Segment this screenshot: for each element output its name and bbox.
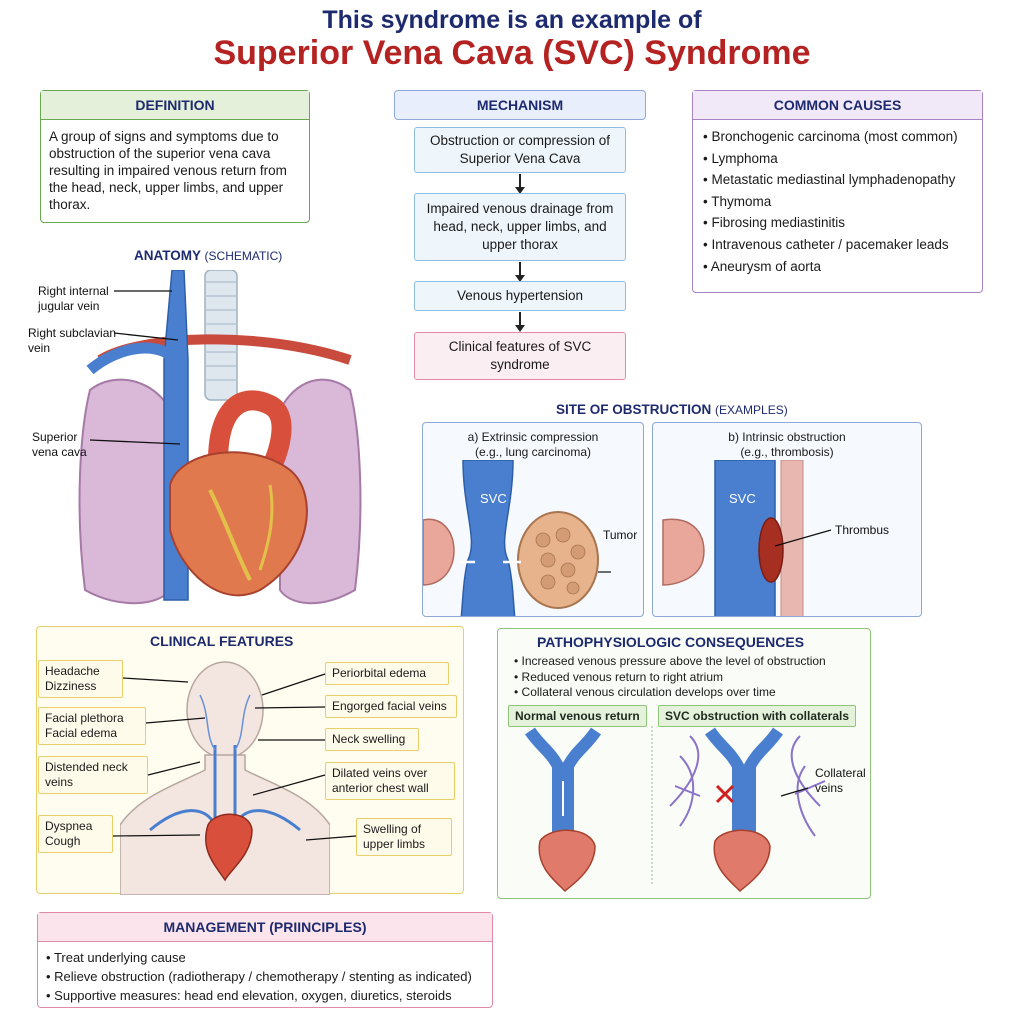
intrinsic-caption-2: (e.g., thrombosis) [740,445,834,459]
patient-illustration [120,661,330,895]
page-title: Superior Vena Cava (SVC) Syndrome [213,34,811,72]
clinical-left-3: Distended neck veins [38,756,148,794]
left-lung-shape [279,378,362,605]
definition-header: DEFINITION [41,91,309,120]
list-item: Increased venous pressure above the leve… [514,654,854,670]
panel-intrinsic: b) Intrinsic obstruction (e.g., thrombos… [652,422,922,617]
mechanism-arrow [515,174,525,194]
clinical-symptom: Dizziness [45,679,97,693]
extrinsic-caption-2: (e.g., lung carcinoma) [474,445,592,459]
clinical-symptom: Cough [45,834,81,848]
intrinsic-svc-label: SVC [729,491,756,506]
anatomy-title-main: ANATOMY [134,248,201,263]
extrinsic-svc-label: SVC [480,491,507,506]
definition-panel: DEFINITION A group of signs and symptoms… [40,90,310,223]
definition-text: A group of signs and symptoms due to obs… [49,129,287,212]
patho-header: PATHOPHYSIOLOGIC CONSEQUENCES [537,634,805,650]
svc-collaterals-tag: SVC obstruction with collaterals [658,705,857,727]
clinical-right-2: Engorged facial veins [325,695,457,718]
normal-heart-shape [538,829,596,893]
facial-vein-lines [199,694,251,751]
mechanism-step-2: Impaired venous drainage from head, neck… [414,193,626,261]
management-list: Treat underlying cause Relieve obstructi… [38,942,492,1011]
list-item: Bronchogenic carcinoma (most common) [703,126,972,148]
causes-panel: COMMON CAUSES Bronchogenic carcinoma (mo… [692,90,983,293]
intrinsic-illustration [662,459,832,616]
airway-shape [423,518,455,586]
normal-venous-return-tag: Normal venous return [508,705,647,727]
right-lung-shape [78,378,171,605]
list-item: Supportive measures: head end elevation,… [46,986,484,1005]
vein-network [149,745,301,832]
site-title-main: SITE OF OBSTRUCTION [556,402,712,417]
mechanism-arrow [515,262,525,282]
heart-vessel [258,484,274,571]
extrinsic-caption-1: a) Extrinsic compression [467,430,599,444]
patho-list: Increased venous pressure above the leve… [498,654,870,701]
clinical-right-1: Periorbital edema [325,662,449,685]
tumor-label: Tumor [603,528,638,542]
clinical-left-2: Facial plethora Facial edema [38,707,146,745]
label-svc: Superior vena cava [32,430,87,459]
list-item: Treat underlying cause [46,948,484,967]
clinical-symptom: Facial edema [45,726,118,740]
management-header: MANAGEMENT (PRIINCIPLES) [38,913,492,942]
clinical-symptom: Facial plethora [45,711,124,725]
causes-header: COMMON CAUSES [693,91,982,120]
list-item: Fibrosing mediastinitis [703,212,972,234]
mechanism-arrow [515,312,525,332]
list-item: Collateral venous circulation develops o… [514,685,854,701]
airway-shape [662,518,705,586]
subclavian-vein-shape [86,342,183,375]
causes-list: Bronchogenic carcinoma (most common) Lym… [693,120,982,283]
mechanism-header: MECHANISM [394,90,646,120]
patho-illustration [525,726,826,893]
clinical-right-5: Swelling of upper limbs [356,818,452,856]
label-right-subclavian: Right subclavian vein [28,326,117,355]
list-item: Intravenous catheter / pacemaker leads [703,234,972,256]
clinical-symptom: Headache [45,664,100,678]
heart-shape [205,813,253,882]
mechanism-step-1: Obstruction or compression of Superior V… [414,127,626,173]
list-item: Relieve obstruction (radiotherapy / chem… [46,967,484,986]
list-item: Aneurysm of aorta [703,256,972,278]
intrinsic-caption-1: b) Intrinsic obstruction [728,430,846,444]
list-item: Reduced venous return to right atrium [514,670,854,686]
svc-compressed-shape [460,459,516,616]
collateral-veins-label: Collateral veins [815,766,866,795]
anatomy-title: ANATOMY (SCHEMATIC) [134,248,282,263]
list-item: Metastatic mediastinal lymphadenopathy [703,169,972,191]
title-line-1: This syndrome is an example of [322,6,702,34]
clinical-right-3: Neck swelling [325,728,419,751]
svc-obstructed-vein-shape [705,727,783,842]
heart-shape [169,451,308,597]
label-right-internal-jugular: Right internal jugular vein [38,284,109,313]
list-item: Thymoma [703,191,972,213]
extrinsic-illustration [423,459,611,616]
heart-vessel [208,489,252,581]
mechanism-step-4: Clinical features of SVC syndrome [414,332,626,380]
svc-heart-shape [713,829,771,893]
site-title: SITE OF OBSTRUCTION (EXAMPLES) [556,402,788,417]
thrombus-label: Thrombus [835,523,890,537]
anatomy-title-sub: (SCHEMATIC) [204,249,283,263]
management-panel: MANAGEMENT (PRIINCIPLES) Treat underlyin… [37,912,493,1008]
panel-extrinsic: a) Extrinsic compression (e.g., lung car… [422,422,644,617]
clinical-right-4: Dilated veins over anterior chest wall [325,762,455,800]
site-title-sub: (EXAMPLES) [715,403,788,417]
obstruction-cross-icon [715,784,735,804]
list-item: Lymphoma [703,148,972,170]
aorta-shape [208,390,292,492]
clinical-header: CLINICAL FEATURES [150,633,294,649]
mechanism-step-3: Venous hypertension [414,281,626,311]
thrombus-shape [758,517,784,583]
clinical-symptom: Dyspnea [45,819,93,833]
clinical-left-1: Headache Dizziness [38,660,123,698]
clinical-left-4: Dyspnea Cough [38,815,113,853]
anatomy-illustration [78,270,362,605]
